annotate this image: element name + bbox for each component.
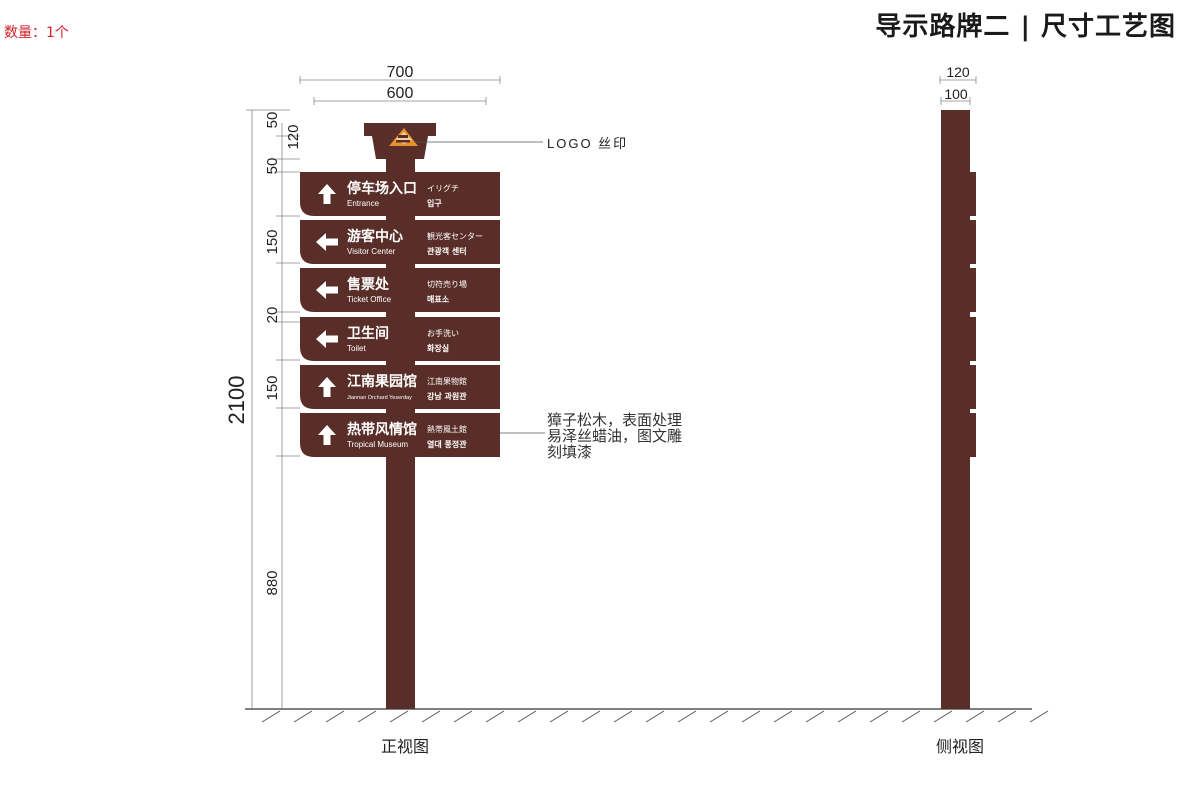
sign-board: 江南果园馆 Jiannan Orchard Yeserday 江南果物館 강남 과원관 [300, 365, 500, 409]
sign-board: 停车场入口 Entrance イリグチ 입구 [300, 172, 500, 216]
sign-japanese-text: イリグチ [427, 183, 459, 193]
side-board-edge [970, 220, 976, 264]
arrow-left-icon [316, 281, 338, 299]
material-callout-line2: 易泽丝蜡油，图文雕 [547, 427, 682, 445]
side-board-edge [970, 317, 976, 361]
sign-board-panel [300, 220, 500, 264]
dim-side-120: 120 [946, 64, 970, 80]
sign-chinese-text: 停车场入口 [347, 180, 417, 197]
sign-korean-text: 열대 풍정관 [427, 439, 467, 449]
sign-board-panel [300, 172, 500, 216]
dim-150-a: 150 [264, 229, 281, 254]
sign-japanese-text: 観光客センター [427, 231, 483, 241]
sign-korean-text: 강남 과원관 [427, 391, 467, 401]
sign-korean-text: 관광객 센터 [427, 246, 467, 256]
dim-700: 700 [387, 64, 414, 81]
sign-english-text: Toilet [347, 344, 366, 353]
side-dimensions [939, 76, 977, 105]
sign-board-panel [300, 268, 500, 312]
arrow-left-icon [316, 330, 338, 348]
sign-board-panel [300, 413, 500, 457]
sign-korean-text: 매표소 [427, 294, 450, 304]
sign-boards: 停车场入口 Entrance イリグチ 입구 游客中心 Visitor Center 観光客… [300, 172, 500, 457]
sign-chinese-text: 卫生间 [347, 325, 389, 342]
sign-japanese-text: お手洗い [427, 328, 459, 338]
sign-japanese-text: 江南果物館 [427, 376, 467, 386]
sign-english-text: Tropical Museum [347, 440, 408, 449]
dim-880: 880 [264, 570, 281, 595]
sign-board: 卫生间 Toilet お手洗い 화장실 [300, 317, 500, 361]
page-title: 导示路牌二 | 尺寸工艺图 [875, 12, 1176, 42]
dim-2100: 2100 [224, 376, 249, 425]
dim-side-100: 100 [944, 86, 968, 102]
sign-korean-text: 입구 [427, 198, 442, 208]
arrow-up-icon [318, 184, 336, 204]
sign-board-panel [300, 365, 500, 409]
side-board-edge [970, 365, 976, 409]
sign-chinese-text: 江南果园馆 [347, 373, 417, 390]
dim-600: 600 [387, 85, 414, 102]
dim-50-bottom: 50 [264, 158, 281, 175]
arrow-left-icon [316, 233, 338, 251]
material-callout-line3: 刻填漆 [547, 443, 592, 461]
dim-50-top: 50 [264, 112, 281, 129]
material-callout-line1: 獐子松木，表面处理 [547, 411, 682, 429]
dim-150-b: 150 [264, 375, 281, 400]
sign-english-text: Entrance [347, 199, 380, 208]
side-view: 120 100 [939, 64, 977, 709]
height-dimensions [246, 109, 300, 709]
sign-chinese-text: 游客中心 [347, 228, 403, 245]
side-board-edge [970, 268, 976, 312]
arrow-up-icon [318, 377, 336, 397]
sign-korean-text: 화장실 [427, 343, 449, 353]
sign-japanese-text: 熱帯風土館 [427, 424, 467, 434]
sign-japanese-text: 切符売り場 [427, 279, 467, 289]
side-view-label: 侧视图 [936, 737, 984, 756]
sign-board-panel [300, 317, 500, 361]
logo-icon [389, 128, 418, 146]
quantity-label: 数量：1个 [4, 25, 69, 41]
side-boards [970, 172, 976, 457]
sign-board: 游客中心 Visitor Center 観光客センター 관광객 센터 [300, 220, 500, 264]
sign-english-text: Visitor Center [347, 247, 396, 256]
sign-english-text: Jiannan Orchard Yeserday [347, 395, 412, 401]
arrow-up-icon [318, 425, 336, 445]
ground [245, 708, 1049, 723]
logo-callout-text: LOGO 丝印 [547, 136, 628, 151]
sign-chinese-text: 热带风情馆 [347, 421, 417, 438]
sign-english-text: Ticket Office [347, 295, 392, 304]
sign-board: 售票处 Ticket Office 切符売り場 매표소 [300, 268, 500, 312]
side-board-edge [970, 172, 976, 216]
ground-hatching [261, 710, 1049, 723]
side-post [941, 110, 970, 709]
dim-120: 120 [285, 124, 302, 149]
side-board-edge [970, 413, 976, 457]
dim-20: 20 [264, 307, 281, 324]
front-view-label: 正视图 [381, 737, 429, 756]
sign-board: 热带风情馆 Tropical Museum 熱帯風土館 열대 풍정관 [300, 413, 500, 457]
width-dimensions [299, 76, 501, 105]
sign-chinese-text: 售票处 [346, 276, 390, 293]
logo-cap [364, 123, 436, 159]
